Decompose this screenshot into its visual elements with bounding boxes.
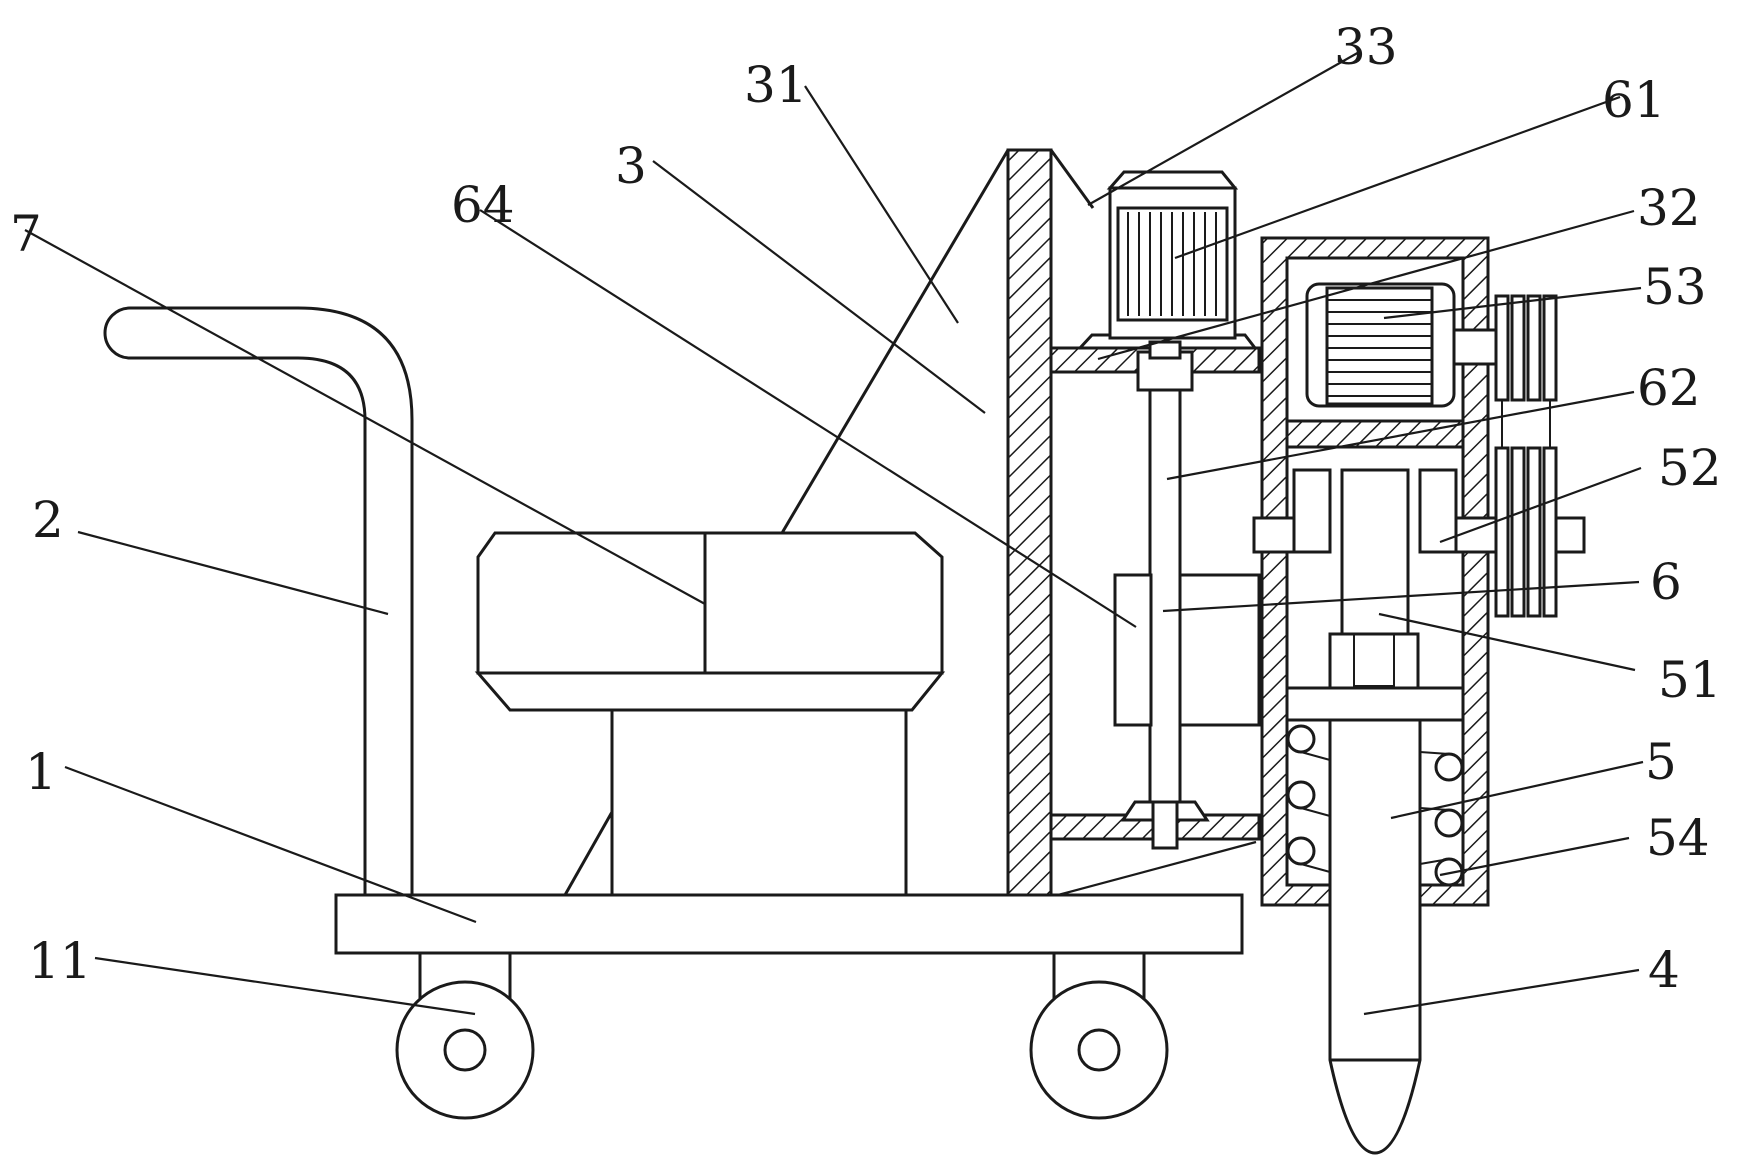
support-plate [780, 148, 1095, 897]
right-wheel [1029, 951, 1169, 1120]
left-springs [1286, 724, 1331, 873]
drill-rod [1328, 718, 1422, 1155]
upper-pulley [1494, 294, 1558, 402]
label-62: 62 [1637, 359, 1701, 417]
left-wheel [395, 951, 535, 1120]
leader-lines [24, 50, 1644, 1016]
label-51: 51 [1658, 651, 1722, 709]
hopper [474, 531, 946, 897]
label-1: 1 [25, 743, 57, 801]
label-54: 54 [1646, 809, 1710, 867]
pulley-belt [1501, 400, 1551, 448]
slider-block [1113, 573, 1261, 727]
right-springs [1419, 751, 1464, 887]
label-7: 7 [10, 205, 42, 263]
label-5: 5 [1645, 733, 1677, 791]
label-61: 61 [1602, 71, 1666, 129]
screw-shaft [1120, 340, 1210, 850]
label-4: 4 [1648, 941, 1680, 999]
reference-labels: 33 31 61 3 64 32 7 53 62 52 2 6 51 5 1 5… [10, 18, 1722, 999]
label-3: 3 [615, 137, 647, 195]
lower-pulley [1494, 446, 1586, 618]
label-32: 32 [1637, 179, 1701, 237]
label-2: 2 [32, 491, 64, 549]
label-53: 53 [1643, 258, 1707, 316]
label-52: 52 [1658, 439, 1722, 497]
label-33: 33 [1334, 18, 1398, 76]
label-11: 11 [28, 932, 92, 990]
cam-assembly [1252, 468, 1498, 690]
base-platform [334, 893, 1244, 955]
push-handle [103, 306, 414, 895]
top-motor [1076, 170, 1259, 350]
label-31: 31 [744, 56, 808, 114]
piston-plate [1285, 686, 1465, 722]
label-64: 64 [451, 176, 515, 234]
label-6: 6 [1650, 553, 1682, 611]
